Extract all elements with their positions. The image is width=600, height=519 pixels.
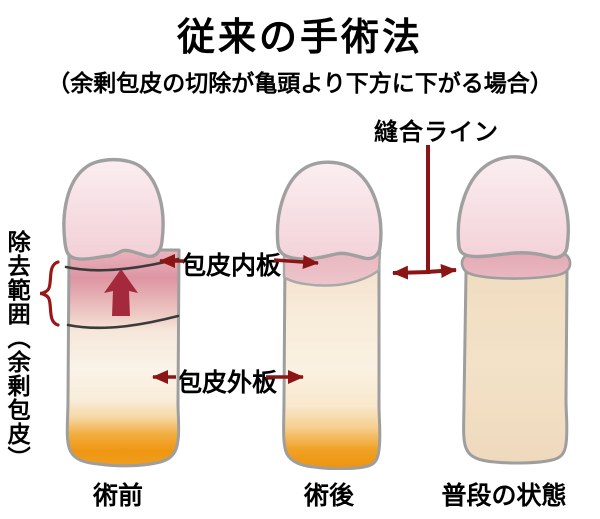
shaft-before <box>65 248 181 468</box>
caption-after-surgery: 術後 <box>303 482 354 510</box>
label-suture-line: 縫合ライン <box>374 119 499 146</box>
caption-normal-state: 普段の状態 <box>441 482 567 510</box>
removal-direction-up-arrow-icon <box>104 269 138 316</box>
illustration-before-surgery <box>39 157 181 468</box>
suture-line-left-arrow-icon <box>392 265 431 280</box>
page-subtitle: （余剰包皮の切除が亀頭より下方に下がる場合） <box>47 70 553 96</box>
shaft-normal <box>462 270 569 465</box>
label-removal-range: 除去範囲（余剰包皮） <box>4 230 31 470</box>
glans-after <box>275 160 383 261</box>
cut-line-lower <box>66 314 180 330</box>
shaft-after <box>282 253 382 470</box>
illustration-normal-state <box>456 155 572 465</box>
glans-before <box>62 157 165 261</box>
label-outer-foreskin-plate: 包皮外板 <box>177 369 278 397</box>
illustration-after-surgery <box>275 160 383 470</box>
label-inner-foreskin-plate: 包皮内板 <box>181 252 282 280</box>
caption-before-surgery: 術前 <box>92 482 143 510</box>
removal-range-brace <box>39 260 60 327</box>
page-title: 従来の手術法 <box>176 17 423 59</box>
glans-normal <box>456 155 570 260</box>
